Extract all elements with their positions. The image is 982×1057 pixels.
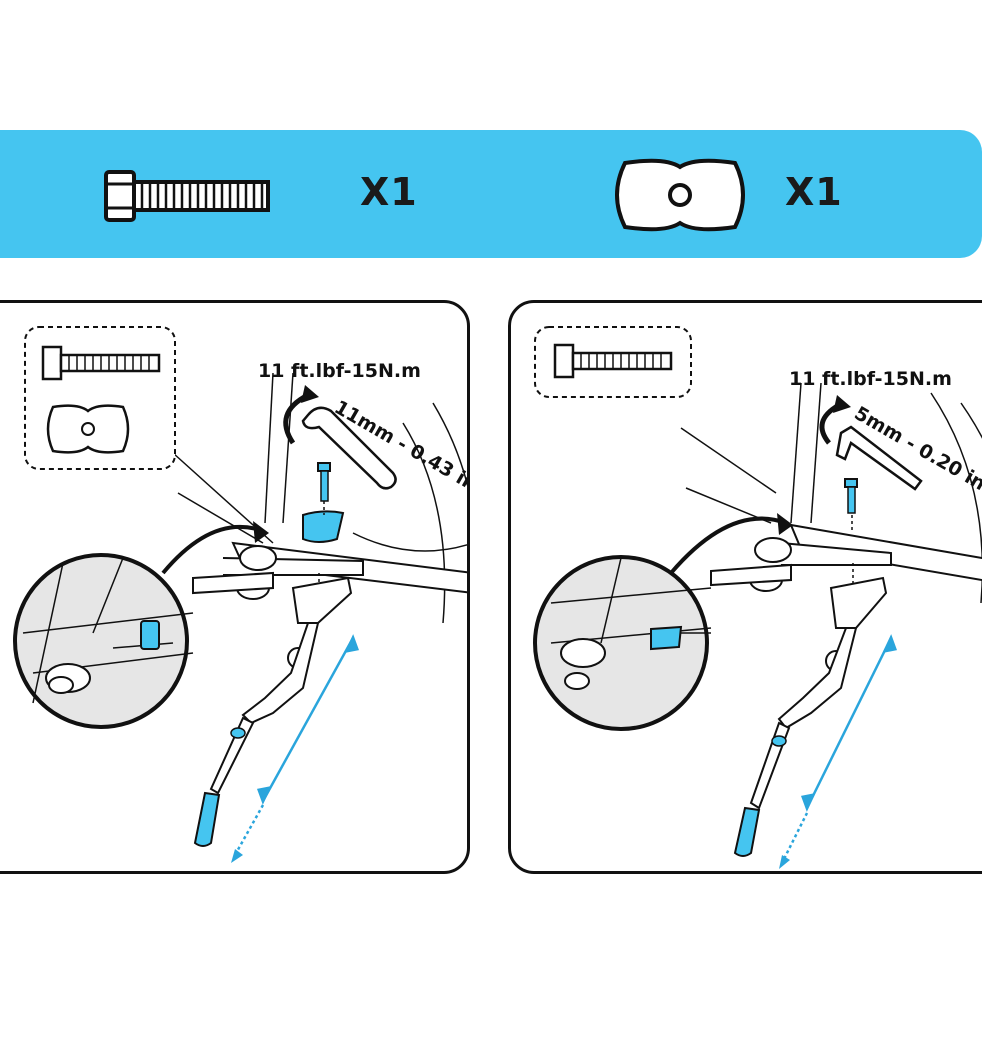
- step-panel-right: 11 ft.lbf-15N.m 5mm - 0.20 in: [508, 300, 982, 874]
- bolt-icon: [104, 170, 270, 222]
- step-1-illustration: 11 ft.lbf-15N.m 11mm - 0.43 in: [13, 326, 467, 863]
- step-2-illustration: 11 ft.lbf-15N.m 5mm - 0.20 in: [533, 326, 982, 869]
- clamp-plate-quantity: X1: [785, 170, 843, 214]
- clamp-plate-icon: [615, 158, 745, 232]
- bolt-quantity: X1: [360, 170, 418, 214]
- torque-label: 11 ft.lbf-15N.m: [258, 360, 421, 382]
- torque-label: 11 ft.lbf-15N.m: [789, 368, 952, 390]
- step-panel-left: 11 ft.lbf-15N.m 11mm - 0.43 in: [0, 300, 470, 874]
